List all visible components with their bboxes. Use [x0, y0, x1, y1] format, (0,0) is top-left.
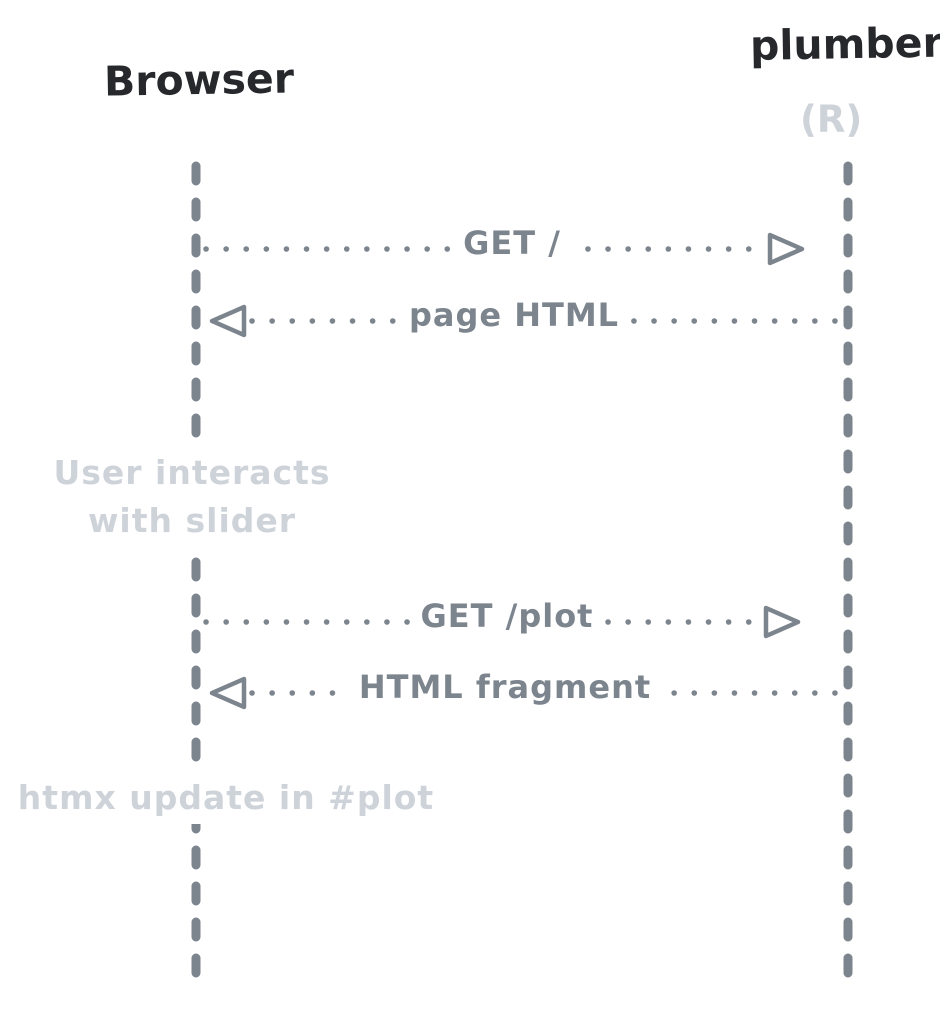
note-line: htmx update in #plot: [17, 778, 435, 817]
note-line: User interacts: [53, 453, 331, 492]
note-line: with slider: [87, 501, 297, 540]
message-label-get-plot: GET /plot: [410, 597, 604, 635]
note-htmx-update: htmx update in #plot: [7, 772, 445, 824]
message-label-get-root: GET /: [453, 224, 571, 262]
actor-plumber2-sublabel: (R): [800, 98, 863, 141]
arrowhead-right-icon: [767, 232, 805, 266]
arrowhead-left-icon: [209, 304, 247, 338]
message-label-page-html: page HTML: [398, 296, 630, 334]
message-label-html-fragment: HTML fragment: [348, 668, 662, 706]
arrowhead-right-icon: [763, 605, 801, 639]
arrowhead-left-icon: [209, 676, 247, 710]
actor-plumber2-label: plumber2: [749, 18, 940, 70]
actor-browser-label: Browser: [103, 54, 295, 106]
note-user-interacts: User interacts with slider: [43, 447, 341, 547]
